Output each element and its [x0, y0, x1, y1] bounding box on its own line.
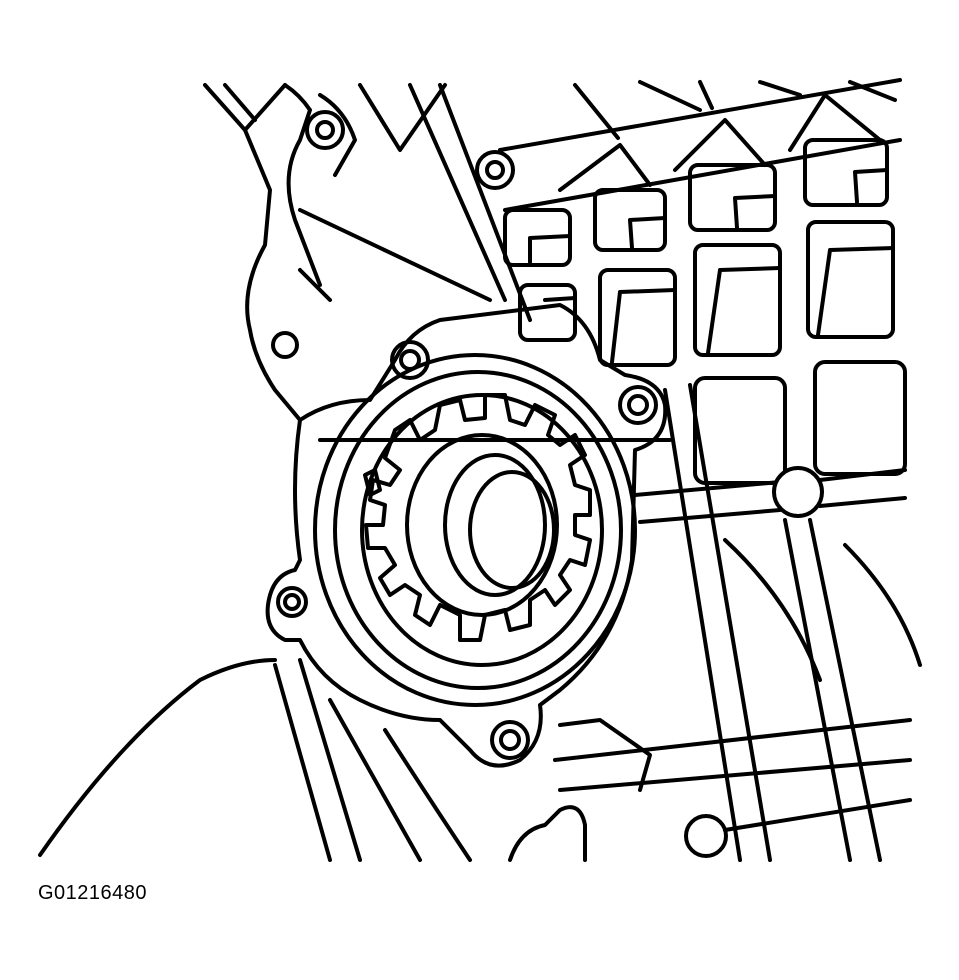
- figure-code-label: G01216480: [38, 882, 148, 904]
- engine-block-grid: [498, 78, 922, 862]
- oil-seal: [313, 353, 672, 707]
- front-cover-housing: [38, 83, 668, 862]
